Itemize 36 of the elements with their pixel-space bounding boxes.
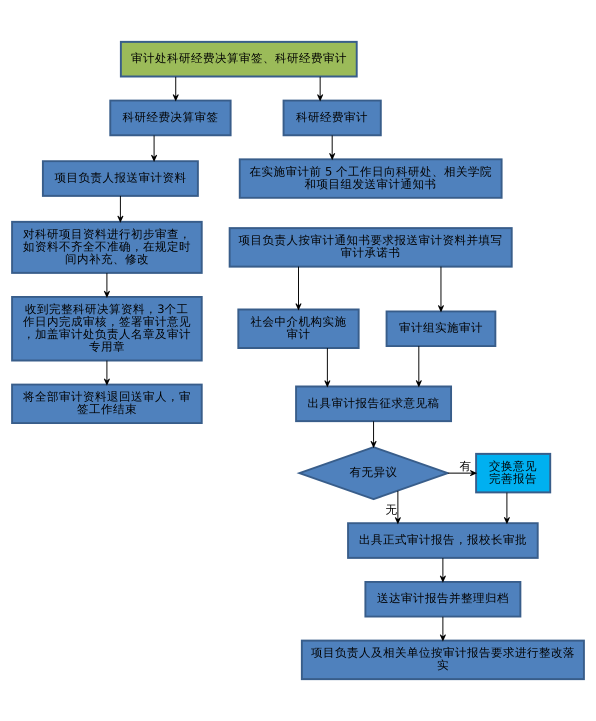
arrow [172, 76, 179, 101]
edge-label: 有 [459, 458, 472, 473]
node-box: 社会中介机构实施审计 [237, 308, 360, 349]
arrow [117, 195, 124, 222]
node-box: 项目负责人报送审计资料 [42, 160, 199, 197]
arrow [151, 134, 158, 162]
arrow [317, 76, 324, 101]
node-box: 审计组实施审计 [386, 310, 496, 348]
node-box: 科研经费审计 [282, 100, 382, 136]
arrow [324, 348, 330, 387]
arrow [504, 492, 510, 524]
arrow [438, 266, 444, 312]
node-box: 项目负责人按审计通知书要求报送审计资料并填写审计承诺书 [228, 227, 513, 268]
node-box: 审计处科研经费决算审签、科研经费审计 [120, 40, 358, 78]
node-box: 收到完整科研决算资料，3个工作日内完成审核，签署审计意见，加盖审计处负责人名章及审计专用章 [11, 296, 203, 362]
node-box: 交换意见完善报告 [475, 452, 552, 494]
arrow [295, 266, 302, 310]
node-box: 项目负责人及相关单位按审计报告要求进行整改落实 [300, 640, 585, 680]
arrow [394, 490, 401, 524]
arrow [447, 470, 477, 476]
arrow [440, 558, 446, 582]
node-box: 将全部审计资料退回送审人，审签工作结束 [11, 384, 203, 424]
arrow [104, 272, 110, 298]
node-box: 对科研项目资料进行初步审查，如资料不齐全不准确，在规定时间内补充、修改 [11, 220, 203, 274]
arrow [329, 134, 336, 160]
arrow [370, 420, 377, 448]
node-diamond: 有无异议 [296, 446, 451, 500]
node-box: 送达审计报告并整理归档 [364, 580, 522, 618]
arrow [416, 346, 422, 387]
node-box: 出具正式审计报告，报校长审批 [347, 522, 539, 559]
edge-label: 无 [386, 502, 398, 516]
node-box: 在实施审计前 5 个工作日向科研处、相关学院和项目组发送审计通知书 [238, 158, 503, 199]
node-box: 科研经费决算审签 [109, 100, 232, 136]
arrow [440, 616, 446, 641]
node-box: 出具审计报告征求意见稿 [295, 386, 452, 422]
arrow [104, 360, 110, 386]
